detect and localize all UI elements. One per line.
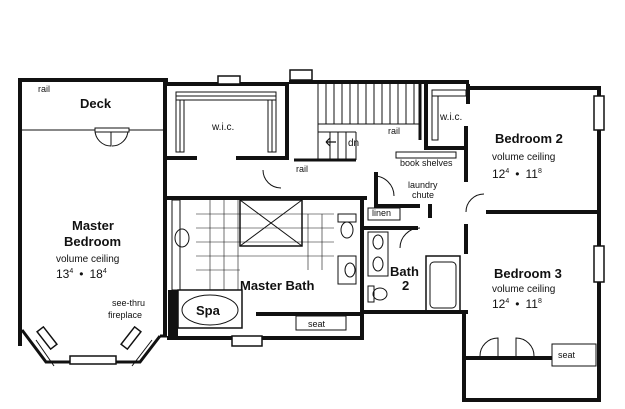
laundry-chute-label-1: laundry [408,180,438,190]
bedroom3-name: Bedroom 3 [494,266,562,281]
book-shelves-label: book shelves [400,158,453,168]
bedroom3-dimensions: 124•118 [492,297,542,311]
master-bedroom-dimensions: 134•184 [56,267,107,281]
wic-right-label: w.i.c. [439,112,462,123]
stairs [317,84,420,160]
master-bedroom-name-1: Master [72,218,114,233]
master-bath-label: Master Bath [240,278,314,293]
seat-bedroom3-label: seat [558,350,576,360]
laundry-chute-label-2: chute [412,190,434,200]
wic-left-label: w.i.c. [211,122,234,133]
bedroom3-ceiling: volume ceiling [492,284,555,295]
down-arrow-icon [325,137,336,147]
fireplace-label-1: see-thru [112,298,145,308]
master-bedroom-name-2: Bedroom [64,234,121,249]
rail-stair-label: rail [388,126,400,136]
deck-label: Deck [80,96,112,111]
spa-label: Spa [196,303,221,318]
bedroom2-ceiling: volume ceiling [492,152,555,163]
bath2-label-1: Bath [390,264,419,279]
bedroom2-dimensions: 124•118 [492,167,542,181]
down-label: dn [348,138,359,149]
bath2-label-2: 2 [402,278,409,293]
walls [18,69,605,402]
master-bedroom-ceiling: volume ceiling [56,254,119,265]
seat-bath-label: seat [308,319,326,329]
rail-label: rail [38,84,50,94]
linen-label: linen [372,208,391,218]
rail-landing-label: rail [296,164,308,174]
tile-floor [196,200,334,290]
fireplace-label-2: fireplace [108,310,142,320]
bedroom2-name: Bedroom 2 [495,131,563,146]
